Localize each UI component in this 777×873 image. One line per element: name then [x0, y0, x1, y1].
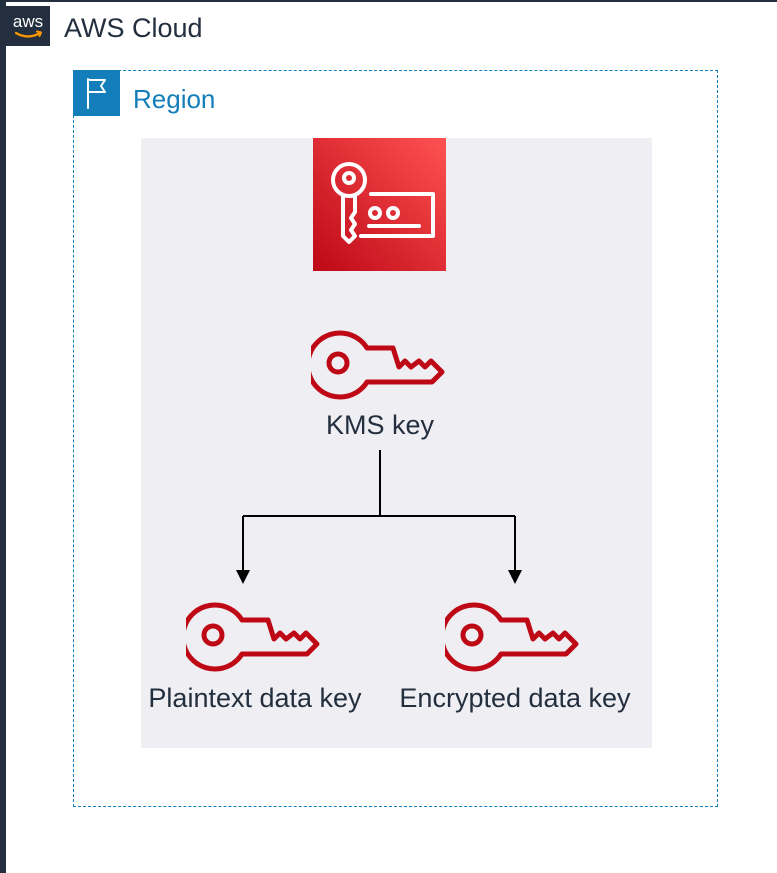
- aws-logo-text: aws: [13, 12, 43, 31]
- kms-key-icon: [311, 330, 445, 400]
- region-flag-icon: [73, 70, 120, 116]
- encrypted-data-key-label: Encrypted data key: [399, 683, 631, 713]
- region-group: [73, 70, 718, 807]
- cloud-left-border: [0, 0, 6, 873]
- aws-smile-arrow: [14, 31, 42, 38]
- region-flag-graphic: [87, 78, 106, 109]
- plaintext-data-key-icon: [186, 602, 320, 672]
- kms-key-label: KMS key: [325, 410, 435, 440]
- cloud-label: AWS Cloud: [64, 13, 203, 43]
- cloud-top-border: [0, 0, 777, 2]
- plaintext-data-key-label: Plaintext data key: [148, 683, 362, 713]
- kms-service-graphic: [331, 162, 435, 244]
- encrypted-data-key-icon: [445, 602, 579, 672]
- aws-logo-graphic: aws: [13, 12, 43, 38]
- arrowhead-plaintext: [236, 570, 250, 584]
- region-label: Region: [133, 84, 216, 114]
- kms-service-icon: [313, 138, 446, 271]
- arrowhead-encrypted: [508, 570, 522, 584]
- aws-logo-icon: aws: [6, 6, 50, 46]
- aws-smile-arrowhead: [36, 30, 42, 37]
